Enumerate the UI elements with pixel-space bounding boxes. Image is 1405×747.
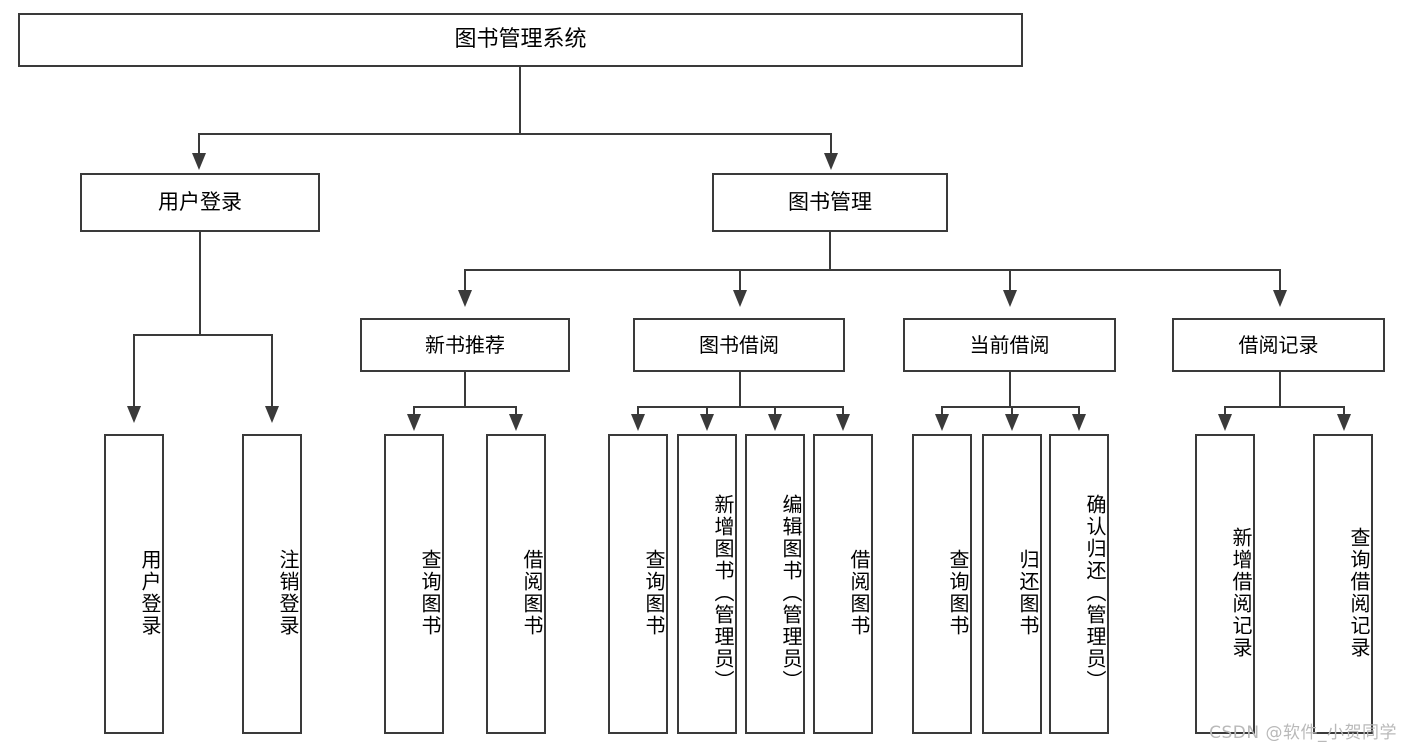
leaf-add-borrow-record[interactable]: 新增借阅记录 [1195, 434, 1255, 734]
connector-current-borrow-drop-1 [941, 406, 944, 418]
leaf-return-book[interactable]: 归还图书 [982, 434, 1042, 734]
leaf-query-book-current[interactable]: 查询图书 [912, 434, 972, 734]
connector-user-login-drop-1 [133, 334, 136, 408]
arrow-root-to-user-login [192, 153, 206, 170]
node-label: 借阅图书 [847, 549, 871, 637]
leaf-borrow-book-recommend[interactable]: 借阅图书 [486, 434, 546, 734]
node-label: 当前借阅 [969, 332, 1050, 357]
arrow-book-borrow-leaf-1 [631, 414, 645, 431]
node-label: 用户登录 [138, 549, 162, 637]
node-label: 新增借阅记录 [1229, 527, 1253, 659]
node-label: 用户登录 [158, 190, 242, 215]
connector-borrow-record-drop-2 [1343, 406, 1346, 418]
node-label: 查询图书 [642, 549, 666, 637]
connector-to-borrow-record [1279, 269, 1282, 292]
arrow-to-current-borrow [1003, 290, 1017, 307]
leaf-query-book-recommend[interactable]: 查询图书 [384, 434, 444, 734]
connector-new-book-bus [413, 406, 515, 409]
leaf-edit-book-admin[interactable]: 编辑图书（管理员） [745, 434, 805, 734]
node-label: 新书推荐 [425, 332, 505, 357]
leaf-borrow-book[interactable]: 借阅图书 [813, 434, 873, 734]
node-label: 借阅图书 [520, 549, 544, 637]
connector-new-book-drop-1 [413, 406, 416, 418]
arrow-new-book-leaf-1 [407, 414, 421, 431]
leaf-user-login[interactable]: 用户登录 [104, 434, 164, 734]
leaf-add-book-admin[interactable]: 新增图书（管理员） [677, 434, 737, 734]
connector-current-borrow-drop-3 [1078, 406, 1081, 418]
csdn-watermark: CSDN @软件_小贺同学 [1209, 723, 1397, 743]
connector-to-new-book [464, 269, 467, 292]
node-label: 借阅记录 [1238, 332, 1319, 357]
arrow-new-book-leaf-2 [509, 414, 523, 431]
connector-current-borrow-stem [1009, 372, 1012, 408]
node-borrow-record[interactable]: 借阅记录 [1172, 318, 1385, 372]
connector-book-borrow-drop-2 [706, 406, 709, 418]
leaf-query-borrow-record[interactable]: 查询借阅记录 [1313, 434, 1373, 734]
connector-borrow-record-stem [1279, 372, 1282, 408]
connector-new-book-stem [464, 372, 467, 408]
connector-current-borrow-drop-2 [1011, 406, 1014, 418]
node-label: 注销登录 [276, 549, 300, 637]
connector-new-book-drop-2 [515, 406, 518, 418]
leaf-query-book-borrow[interactable]: 查询图书 [608, 434, 668, 734]
connector-root-stem [519, 67, 522, 134]
node-book-borrow[interactable]: 图书借阅 [633, 318, 845, 372]
arrow-root-to-book-manage [824, 153, 838, 170]
leaf-confirm-return-admin[interactable]: 确认归还（管理员） [1049, 434, 1109, 734]
connector-root-to-user-login [198, 133, 201, 155]
connector-book-manage-stem [829, 232, 832, 271]
arrow-to-borrow-record [1273, 290, 1287, 307]
node-label: 归还图书 [1016, 549, 1040, 637]
node-label: 查询借阅记录 [1347, 527, 1371, 659]
connector-root-to-book-manage [830, 133, 833, 155]
connector-book-borrow-drop-4 [842, 406, 845, 418]
node-label: 新增图书（管理员） [711, 494, 735, 692]
node-new-book-recommend[interactable]: 新书推荐 [360, 318, 570, 372]
connector-book-manage-bus [464, 269, 1281, 272]
arrow-borrow-record-leaf-1 [1218, 414, 1232, 431]
connector-user-login-drop-2 [271, 334, 274, 408]
connector-to-book-borrow [739, 269, 742, 292]
node-book-manage[interactable]: 图书管理 [712, 173, 948, 232]
node-label: 图书借阅 [699, 332, 779, 357]
arrow-user-login-leaf-1 [127, 406, 141, 423]
arrow-user-login-leaf-2 [265, 406, 279, 423]
connector-borrow-record-bus [1224, 406, 1343, 409]
node-current-borrow[interactable]: 当前借阅 [903, 318, 1116, 372]
connector-to-current-borrow [1009, 269, 1012, 292]
connector-user-login-bus [133, 334, 272, 337]
node-label: 查询图书 [946, 549, 970, 637]
arrow-current-borrow-leaf-2 [1005, 414, 1019, 431]
node-label: 编辑图书（管理员） [779, 494, 803, 692]
connector-book-borrow-stem [739, 372, 742, 408]
connector-book-borrow-drop-3 [774, 406, 777, 418]
arrow-current-borrow-leaf-3 [1072, 414, 1086, 431]
node-root-system[interactable]: 图书管理系统 [18, 13, 1023, 67]
connector-root-bus [198, 133, 832, 136]
arrow-book-borrow-leaf-4 [836, 414, 850, 431]
connector-current-borrow-bus [941, 406, 1078, 409]
arrow-book-borrow-leaf-2 [700, 414, 714, 431]
arrow-borrow-record-leaf-2 [1337, 414, 1351, 431]
connector-book-borrow-drop-1 [637, 406, 640, 418]
connector-book-borrow-bus [637, 406, 842, 409]
connector-user-login-stem [199, 232, 202, 336]
node-label: 查询图书 [418, 549, 442, 637]
node-label: 确认归还（管理员） [1083, 494, 1107, 692]
connector-borrow-record-drop-1 [1224, 406, 1227, 418]
arrow-current-borrow-leaf-1 [935, 414, 949, 431]
node-label: 图书管理 [788, 190, 872, 215]
node-user-login[interactable]: 用户登录 [80, 173, 320, 232]
node-label: 图书管理系统 [454, 27, 587, 53]
arrow-book-borrow-leaf-3 [768, 414, 782, 431]
leaf-logout[interactable]: 注销登录 [242, 434, 302, 734]
arrow-to-book-borrow [733, 290, 747, 307]
arrow-to-new-book [458, 290, 472, 307]
